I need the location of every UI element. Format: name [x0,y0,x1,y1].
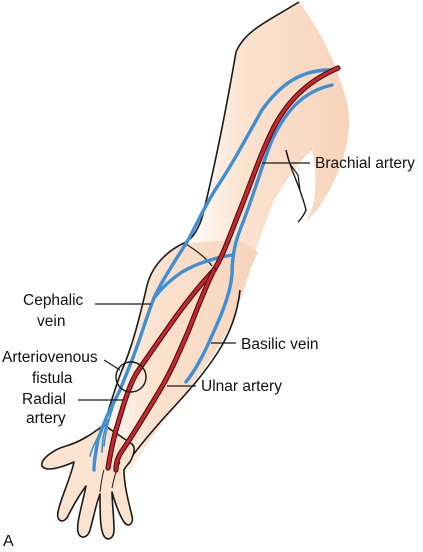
hand-shape [41,424,135,540]
forearm-vein [92,388,122,472]
panel-letter: A [3,533,14,550]
upper-arm-right-contour [285,149,307,223]
veins [92,68,334,472]
radial-artery [106,268,216,470]
label-radial-artery-1: Radial [22,391,66,408]
label-cephalic-vein-1: Cephalic [23,292,84,309]
leader-brachial-bracket [285,149,301,191]
fistula-marker-circle [115,361,147,393]
brachial-artery [212,66,340,272]
hand-crease [99,469,105,493]
upper-arm-outline [183,1,300,244]
label-av-fistula-2: fistula [32,370,73,387]
label-ulnar-artery: Ulnar artery [201,378,282,395]
arteries [105,65,341,473]
forearm-outline-left [103,242,185,426]
cephalic-vein [118,68,332,392]
basilic-vein [184,83,334,384]
label-basilic-vein: Basilic vein [241,336,319,353]
ulnar-artery [114,268,216,472]
label-radial-artery-2: artery [26,410,66,427]
label-av-fistula-1: Arteriovenous [2,349,98,366]
label-brachial-artery: Brachial artery [315,155,415,172]
leader-lines [78,149,310,401]
median-cubital-vein [152,253,234,300]
small-veins [89,391,119,457]
leader-fistula [103,359,121,371]
label-cephalic-vein-2: vein [37,313,65,330]
